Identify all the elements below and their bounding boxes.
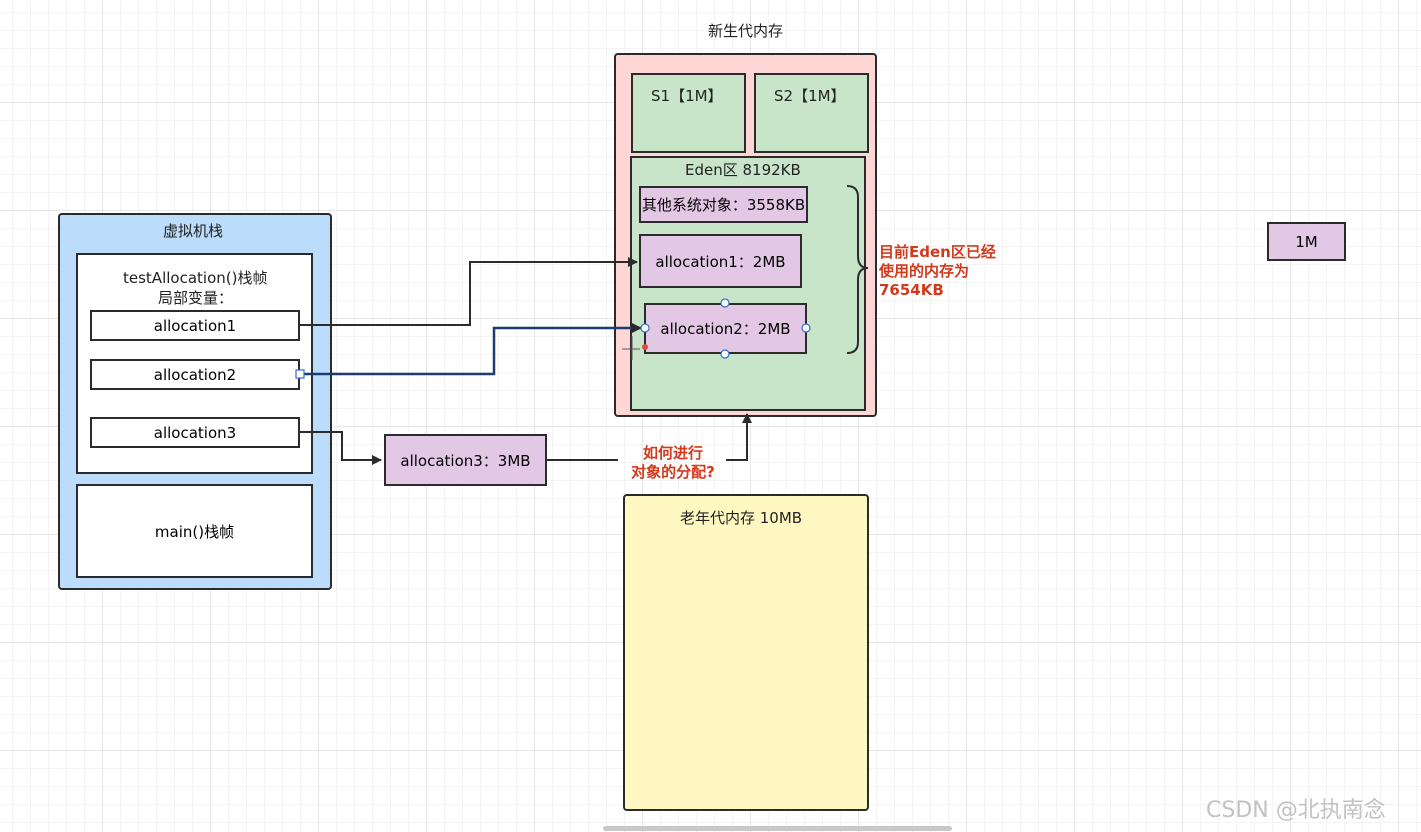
horizontal-scrollbar[interactable] <box>603 826 952 831</box>
allocation1-object[interactable]: allocation1：2MB <box>639 234 802 288</box>
standalone-1m-label: 1M <box>1295 232 1318 251</box>
allocation3-object[interactable]: allocation3：3MB <box>384 434 547 486</box>
main-frame[interactable]: main()栈帧 <box>76 484 313 578</box>
other-system-objects-label: 其他系统对象：3558KB <box>641 196 806 214</box>
eden-usage-note: 目前Eden区已经 使用的内存为 7654KB <box>879 243 996 300</box>
resize-handle-bottom[interactable] <box>720 349 730 359</box>
young-gen-title: 新生代内存 <box>708 22 784 40</box>
selection-handle[interactable] <box>295 369 305 379</box>
resize-handle-left[interactable] <box>640 323 650 333</box>
locals-label: 局部变量： <box>158 289 234 307</box>
eden-usage-line-3: 7654KB <box>879 281 944 299</box>
var-allocation1-label: allocation1 <box>153 316 237 335</box>
var-allocation3[interactable]: allocation3 <box>90 417 300 448</box>
allocation3-object-label: allocation3：3MB <box>400 451 531 470</box>
survivor-s1-label: S1【1M】 <box>651 87 723 105</box>
other-system-objects[interactable]: 其他系统对象：3558KB <box>639 186 808 223</box>
jvm-stack-title: 虚拟机栈 <box>163 222 224 240</box>
resize-handle-right[interactable] <box>801 323 811 333</box>
allocation-question: 如何进行 对象的分配? <box>618 444 728 482</box>
arrow-allocation1-to-object[interactable] <box>300 257 638 326</box>
var-allocation2-label: allocation2 <box>153 365 237 384</box>
survivor-s2-label: S2【1M】 <box>774 87 846 105</box>
allocation-question-line-2: 对象的分配? <box>631 463 715 481</box>
survivor-s1[interactable]: S1【1M】 <box>631 73 746 153</box>
frame-title: testAllocation()栈帧 <box>123 269 268 287</box>
guide-line <box>622 336 640 360</box>
old-gen-title: 老年代内存 10MB <box>680 509 803 527</box>
var-allocation3-label: allocation3 <box>153 423 237 442</box>
allocation2-object-label: allocation2：2MB <box>660 320 791 338</box>
main-frame-label: main()栈帧 <box>154 522 235 541</box>
eden-title: Eden区 8192KB <box>685 161 801 179</box>
arrow-allocation3-to-object[interactable] <box>300 431 382 465</box>
eden-usage-line-2: 使用的内存为 <box>879 262 970 280</box>
watermark: CSDN @北执南念 <box>1206 798 1386 823</box>
eden-brace <box>846 185 869 354</box>
standalone-1m-block[interactable]: 1M <box>1267 222 1346 261</box>
allocation1-object-label: allocation1：2MB <box>655 252 786 271</box>
arrow-to-eden[interactable] <box>726 413 752 461</box>
resize-handle-top[interactable] <box>720 298 730 308</box>
connection-point[interactable] <box>642 344 648 350</box>
eden-usage-line-1: 目前Eden区已经 <box>879 243 996 261</box>
allocation2-object[interactable]: allocation2：2MB <box>644 303 807 354</box>
arrow-allocation2-to-object[interactable] <box>300 323 642 376</box>
allocation-question-line-1: 如何进行 <box>642 444 703 462</box>
survivor-s2[interactable]: S2【1M】 <box>754 73 869 153</box>
old-gen-area[interactable] <box>623 494 869 811</box>
var-allocation1[interactable]: allocation1 <box>90 310 300 341</box>
